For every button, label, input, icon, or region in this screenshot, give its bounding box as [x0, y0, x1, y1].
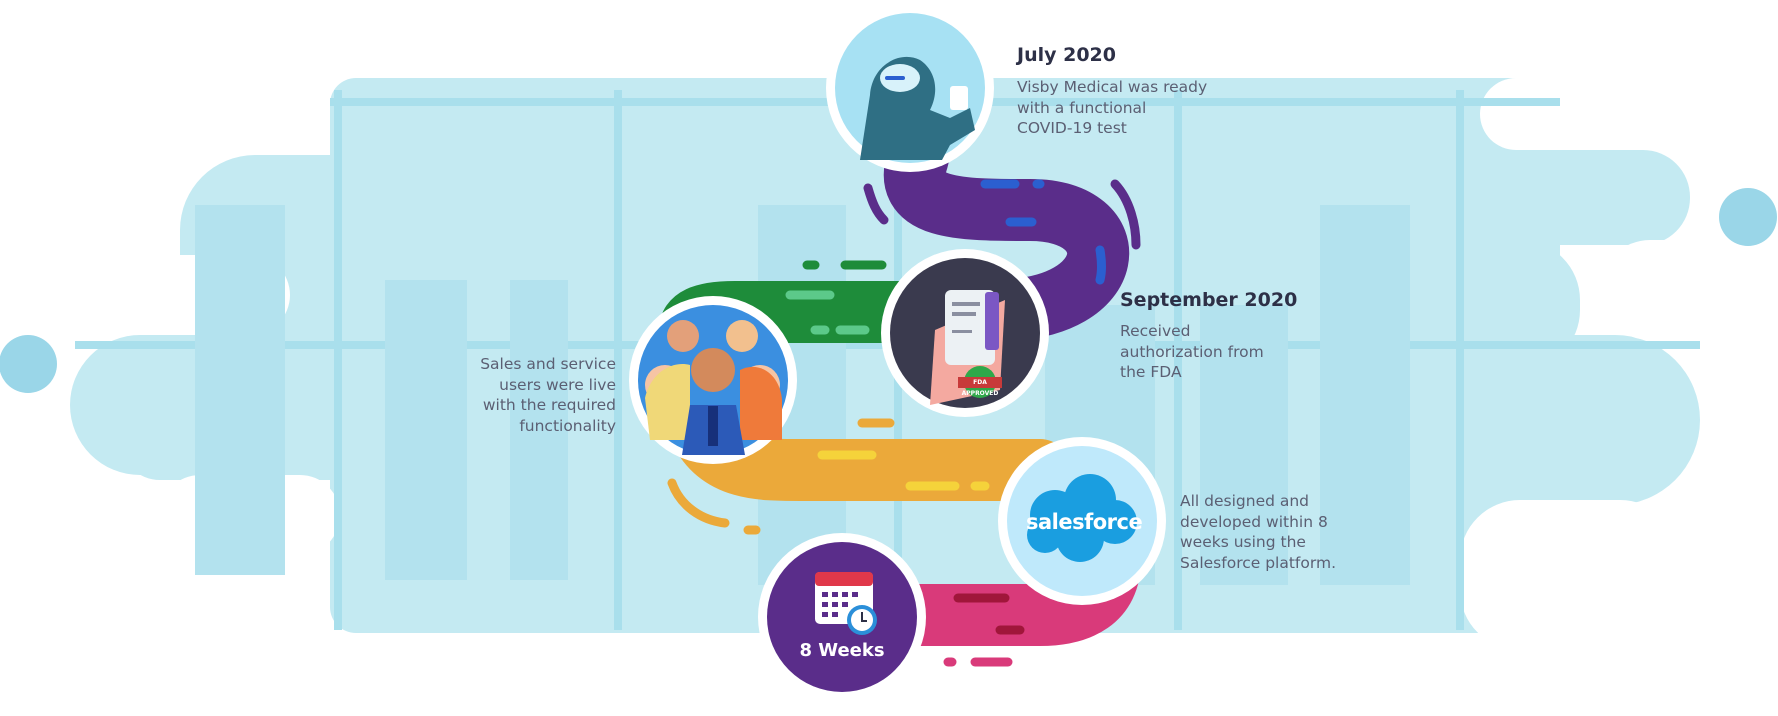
deco-circle-left: [0, 335, 57, 393]
milestone-4-description: All designed and developed within 8 week…: [1180, 491, 1390, 573]
milestone-4-line: Salesforce platform.: [1180, 553, 1336, 572]
milestone-4-image: [998, 437, 1166, 605]
duration-badge: [758, 533, 926, 701]
road-purple: [883, 127, 1130, 341]
milestone-1-description: Visby Medical was ready with a functiona…: [1017, 77, 1217, 139]
salesforce-logo: [1027, 474, 1137, 562]
milestone-1-line: Visby Medical was ready: [1017, 78, 1208, 96]
milestone-2-line: Received: [1120, 322, 1191, 340]
milestone-4-line: weeks using the: [1180, 533, 1306, 551]
duration-badge-text: 8 Weeks: [799, 640, 885, 661]
milestone-3-image: [629, 296, 797, 464]
milestone-2-line: the FDA: [1120, 363, 1182, 381]
milestone-1-title: July 2020: [1017, 44, 1116, 66]
milestone-2-image: [881, 249, 1049, 417]
fda-approved-stamp: FDA APPROVED: [961, 379, 999, 397]
milestone-1-line: with a functional: [1017, 98, 1147, 117]
milestone-4-line: developed within 8: [1180, 512, 1328, 531]
milestone-4-line: All designed and: [1180, 492, 1310, 510]
milestone-3-line: users were live: [499, 375, 616, 394]
milestone-3-line: with the required: [482, 396, 616, 414]
milestone-2-line: authorization from: [1120, 342, 1264, 361]
milestone-2-title: September 2020: [1120, 289, 1298, 311]
deco-circle-right: [1719, 188, 1777, 246]
salesforce-logo-text: salesforce: [1026, 510, 1143, 534]
milestone-3-description: Sales and service users were live with t…: [430, 354, 616, 436]
milestone-3-line: functionality: [519, 416, 616, 435]
milestone-1-image: [826, 4, 994, 172]
milestone-1-line: COVID-19 test: [1017, 119, 1127, 137]
milestone-2-description: Received authorization from the FDA: [1120, 321, 1320, 383]
road-dashes: [667, 179, 1141, 667]
milestone-3-line: Sales and service: [480, 355, 616, 373]
